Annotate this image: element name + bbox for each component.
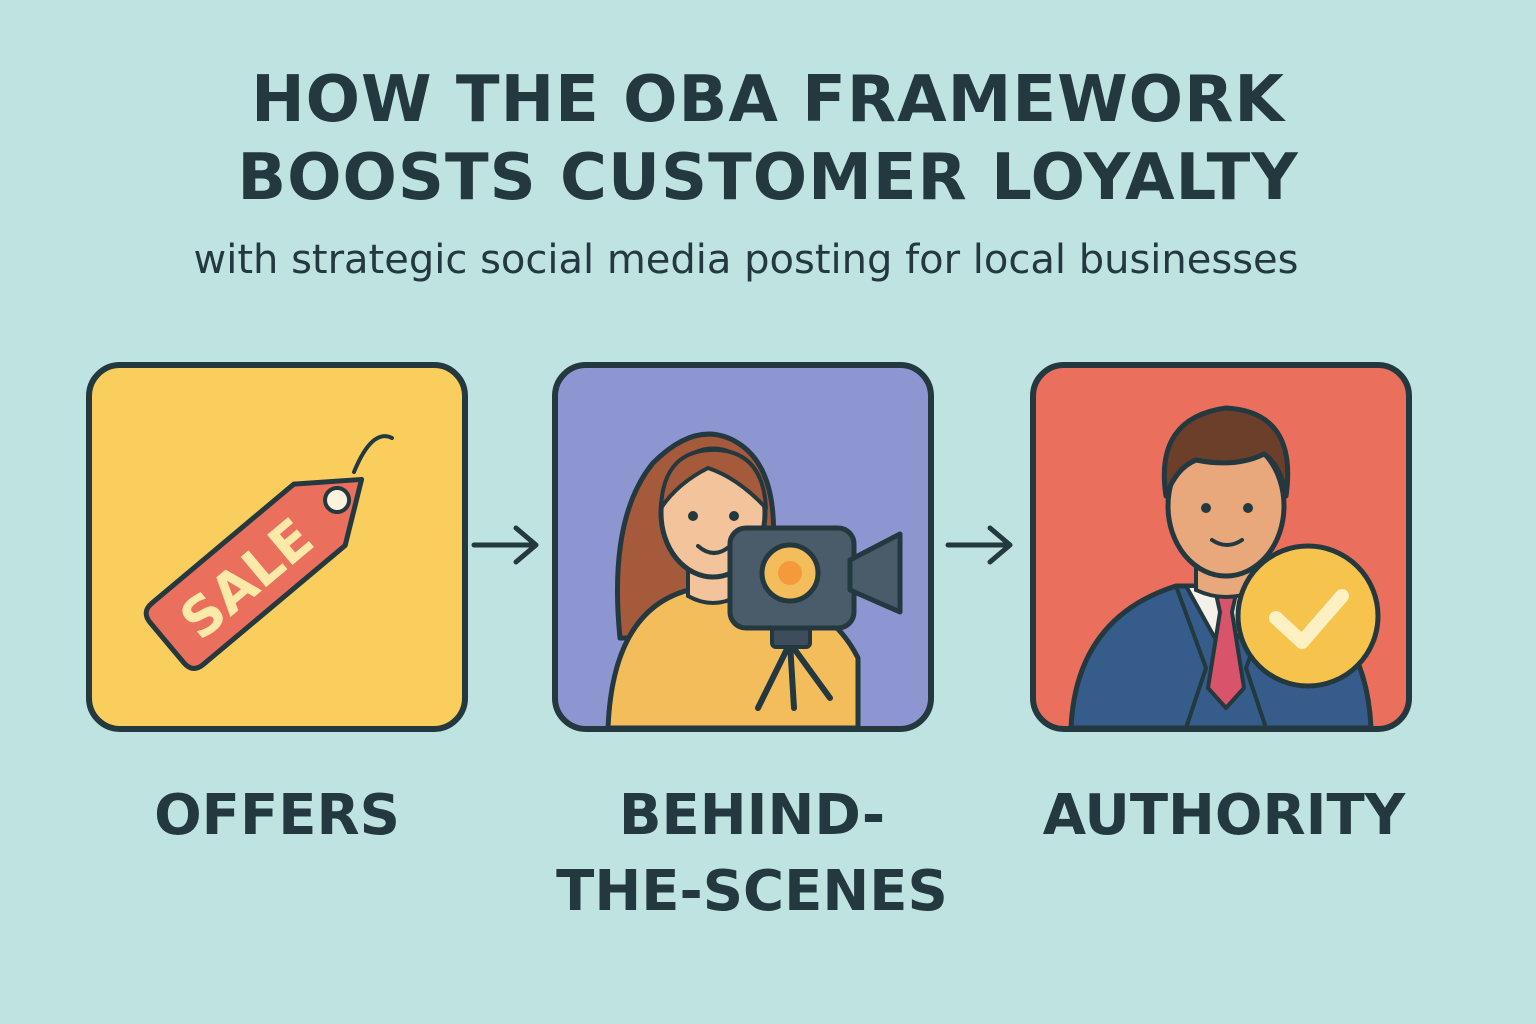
page-title-line-1: HOW THE OBA FRAMEWORK [251, 63, 1285, 137]
behind-the-scenes-label-line-1: BEHIND- [618, 783, 886, 848]
sale-tag-icon: SALE [143, 434, 394, 671]
authority-label: AUTHORITY [1042, 783, 1406, 848]
authority-card [1030, 362, 1412, 732]
page-subtitle: with strategic social media posting for … [193, 237, 1299, 283]
behind-the-scenes-label-line-2: THE-SCENES [556, 859, 948, 924]
offers-label: OFFERS [154, 783, 400, 848]
page-title-line-2: BOOSTS CUSTOMER LOYALTY [237, 141, 1299, 215]
right-arrow-icon [945, 525, 1013, 565]
offers-card: SALE [86, 362, 468, 732]
businessman-with-checkmark-icon [1068, 405, 1381, 726]
person-with-camera-icon [605, 431, 903, 726]
behind-the-scenes-card [552, 362, 934, 732]
right-arrow-icon [471, 525, 539, 565]
